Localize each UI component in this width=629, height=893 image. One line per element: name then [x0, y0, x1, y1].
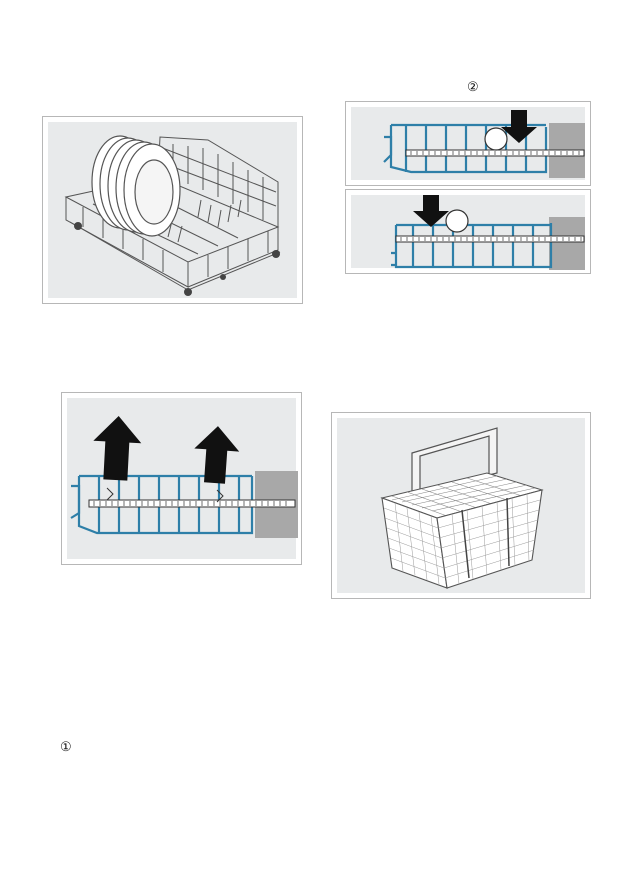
lever-circle	[485, 128, 507, 150]
figure-cutlery-basket	[331, 412, 591, 599]
figure-background	[337, 418, 585, 593]
rack-side-view	[351, 195, 587, 270]
rack-side-view	[351, 107, 587, 182]
figure-rack-remove	[61, 392, 302, 565]
cutlery-basket-icon	[337, 418, 587, 595]
figure-rack-lower-step	[345, 101, 591, 186]
figure-rack-upper-step	[345, 189, 591, 274]
rack-side-view	[67, 398, 298, 561]
dishwasher-wall	[549, 217, 585, 270]
step-marker-2: ②	[467, 80, 479, 93]
down-arrow-icon	[413, 195, 449, 227]
up-arrow-icon	[91, 415, 142, 481]
figure-lower-rack-plates	[42, 116, 303, 304]
step-marker-1: ①	[60, 740, 72, 753]
figure-background	[351, 107, 585, 180]
figure-background	[351, 195, 585, 268]
figure-background	[48, 122, 297, 298]
dish-rack-icon	[48, 122, 299, 300]
figure-background	[67, 398, 296, 559]
lever-circle	[446, 210, 468, 232]
